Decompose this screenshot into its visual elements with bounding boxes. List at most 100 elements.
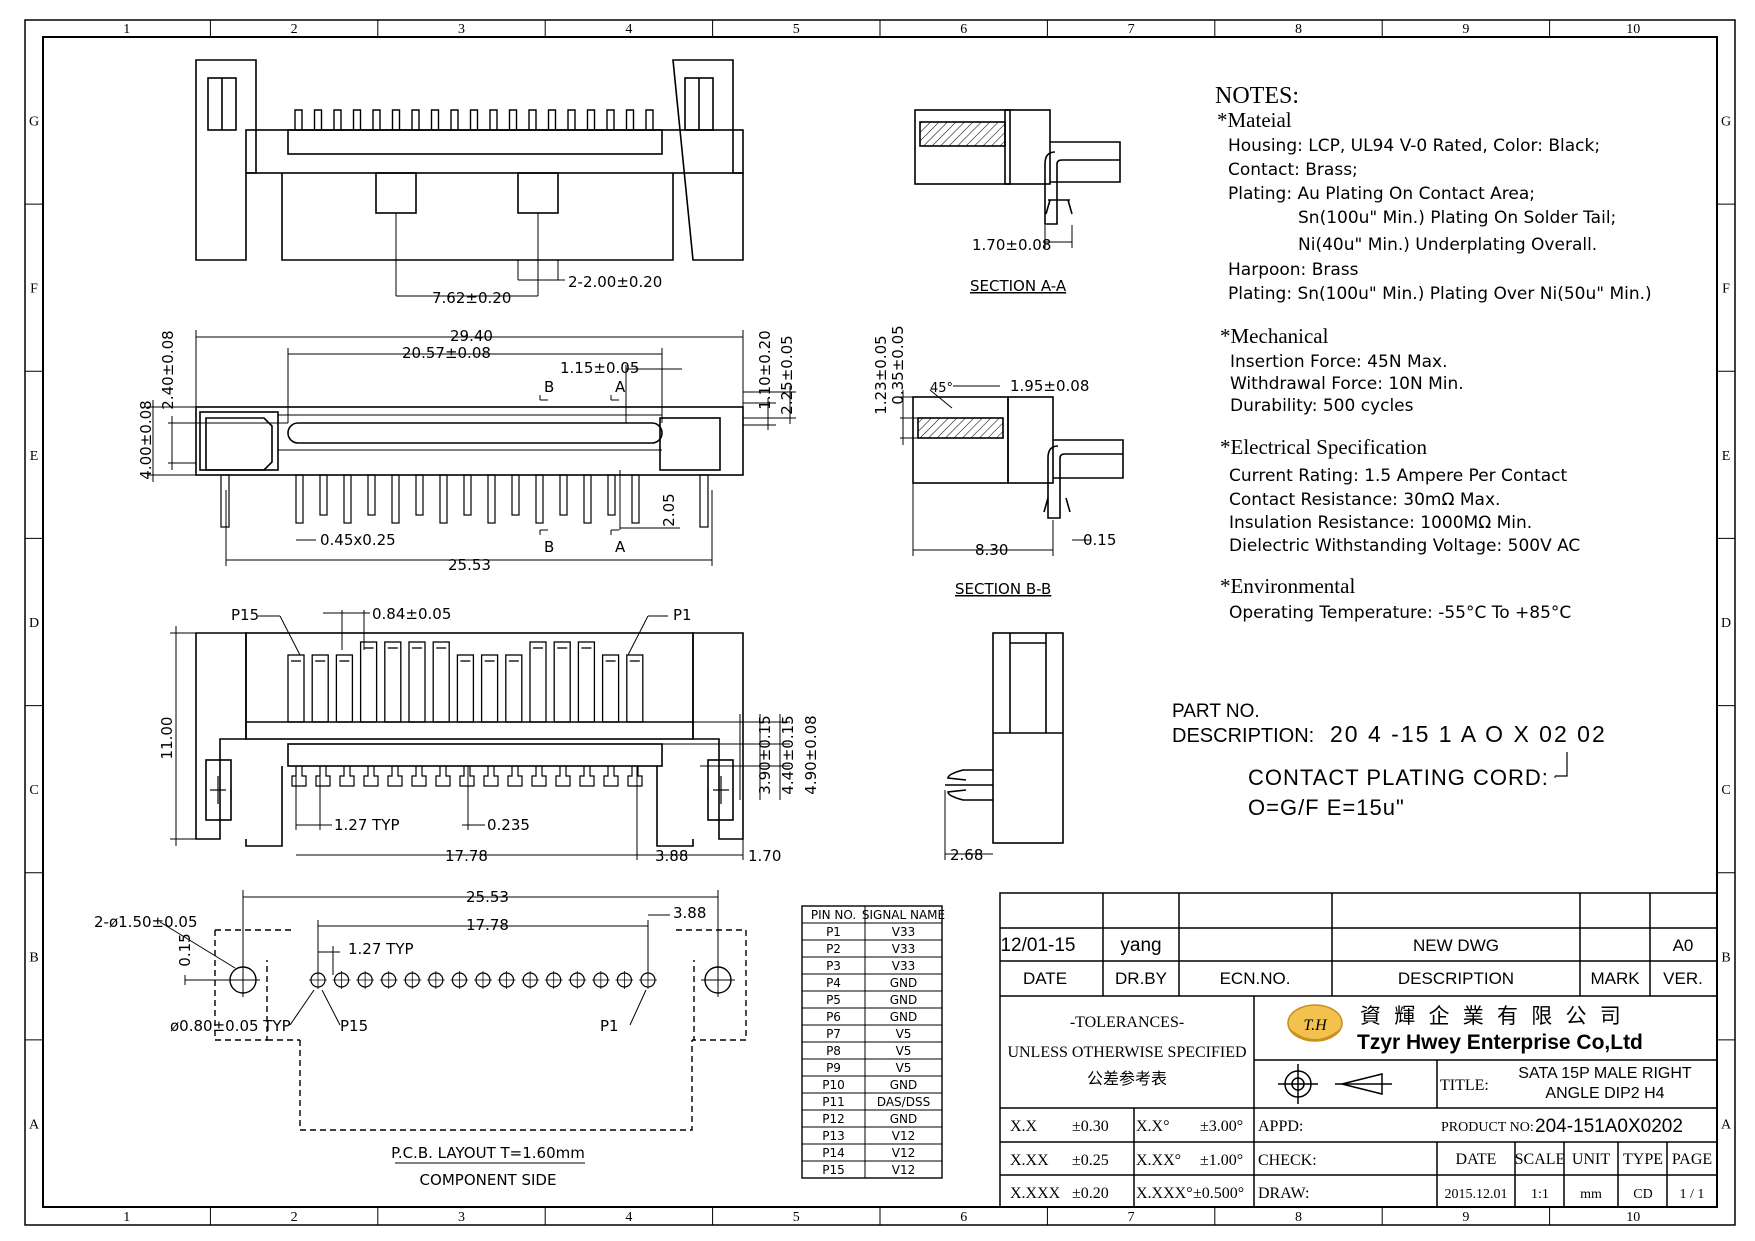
dim-7-62: 7.62±0.20 [432,289,511,307]
plan-pin [559,474,568,516]
plan-pin [415,474,424,516]
border-row-label: G [1721,115,1731,130]
revision-drawn-by: yang [1120,935,1161,956]
pin-table-pin: P2 [826,942,841,956]
tolerance-value: ±0.25 [1072,1152,1109,1169]
border-row-label: B [29,950,38,965]
border-col-label: 8 [1295,22,1302,37]
revision-version: A0 [1673,936,1694,955]
pin-table-signal: DAS/DSS [877,1095,930,1109]
header-version: VER. [1663,969,1703,988]
dim-20-57: 20.57±0.08 [402,344,491,362]
dim-0-35: 0.35±0.05 [889,325,907,404]
notes-environmental-line: Operating Temperature: -55°C To +85°C [1229,603,1571,623]
border-row-label: C [29,783,38,798]
product-no-label: PRODUCT NO: [1441,1120,1534,1135]
pin-table-pin: P14 [822,1146,845,1160]
section-mark-a-top: A [615,378,626,396]
label-p15: P15 [231,606,259,624]
plan-pin [367,474,376,516]
notes-environmental-heading: *Environmental [1220,574,1355,598]
pin-table-signal: GND [890,1010,918,1024]
tolerance-value: ±0.20 [1072,1185,1109,1202]
tolerance-label: X.XXX [1010,1185,1061,1202]
border-row-label: C [1721,783,1730,798]
notes-material-line: Plating: Sn(100u" Min.) Plating Over Ni(… [1228,284,1652,304]
projection-symbol [1278,1064,1392,1104]
bottom-contact-slot [384,641,402,723]
bottom-solder-tail [627,766,643,787]
pin-table-pin: P11 [822,1095,845,1109]
tolerance-angle-label: X.X° [1136,1118,1170,1135]
front-contact-tooth [625,109,635,130]
pin-table-pin: P4 [826,976,841,990]
bottom-solder-tail [387,766,403,787]
dim-8-30: 8.30 [975,541,1008,559]
dim-2-05: 2.05 [660,493,678,526]
border-col-label: 5 [793,1210,800,1225]
dim-4-00: 4.00±0.08 [137,400,155,479]
pcb-dim-0-80: ø0.80±0.05 TYP [170,1017,291,1035]
pin-table-signal: V5 [896,1027,912,1041]
tolerances-title: -TOLERANCES- [1070,1014,1184,1031]
pin-table-signal: GND [890,1112,918,1126]
dim-1-95: 1.95±0.08 [1010,377,1089,395]
notes-electrical-line: Current Rating: 1.5 Ampere Per Contact [1229,466,1568,486]
footer-type-label: TYPE [1623,1151,1663,1168]
border-col-label: 5 [793,22,800,37]
title-label: TITLE: [1440,1077,1489,1094]
tolerance-angle-value: ±3.00° [1200,1118,1243,1135]
plating-cord-label: CONTACT PLATING CORD: [1248,765,1549,790]
pin-table-signal: GND [890,976,918,990]
footer-page-value: 1 / 1 [1680,1187,1705,1202]
notes-block: NOTES: *Mateial Housing: LCP, UL94 V-0 R… [1215,83,1652,623]
bottom-view [195,632,744,847]
company-logo: T.H [1287,1004,1343,1042]
pin-table-signal: V5 [896,1061,912,1075]
front-contact-tooth [294,109,303,130]
tolerance-angle-label: X.XX° [1136,1152,1181,1169]
pin-table-header: PIN NO. [811,908,856,922]
bottom-solder-tail [531,766,547,787]
bottom-contact-slot [456,654,475,723]
border-row-label: G [29,115,39,130]
plan-pin [463,474,472,516]
side-view [944,632,1064,860]
notes-material-line: Harpoon: Brass [1228,260,1359,280]
pin-table-signal: V12 [892,1129,915,1143]
dim-0-235: 0.235 [487,816,530,834]
tolerance-angle-value: ±1.00° [1200,1152,1243,1169]
bottom-contact-slot [432,641,450,723]
pcb-dim-3-88: 3.88 [673,904,706,922]
pin-table-signal: V33 [892,942,915,956]
bottom-contact-slot [505,654,523,723]
section-a-a [914,109,1121,248]
section-b-b-label: SECTION B-B [955,580,1051,598]
footer-scale-value: 1:1 [1531,1187,1549,1202]
tolerance-angle-value: ±0.500° [1193,1185,1244,1202]
bottom-solder-tail [339,766,355,787]
dim-25-53: 25.53 [448,556,491,574]
tolerance-value: ±0.30 [1072,1118,1109,1135]
footer-unit-value: mm [1580,1187,1602,1202]
border-row-label: A [29,1117,40,1132]
header-drawn-by: DR.BY [1115,969,1167,988]
border-col-label: 3 [458,22,465,37]
plan-view-pins [220,474,709,528]
notes-electrical-line: Insulation Resistance: 1000MΩ Min. [1229,513,1532,533]
border-col-label: 6 [960,1210,967,1225]
pcb-component-side: COMPONENT SIDE [420,1171,557,1189]
border-col-label: 1 [123,1210,130,1225]
notes-title: NOTES: [1215,83,1299,109]
plan-pin [535,474,544,524]
front-view [195,59,744,296]
bottom-dims [170,610,790,860]
plan-pin [583,474,592,524]
front-contact-tooth [567,109,576,130]
dim-2-25: 2.25±0.05 [778,335,796,414]
bottom-solder-tail [483,766,499,787]
border-row-label: B [1721,950,1730,965]
part-no-label: PART NO. [1172,701,1260,722]
pcb-dim-1-27-typ: 1.27 TYP [348,940,414,958]
bottom-solder-tail [435,766,451,787]
